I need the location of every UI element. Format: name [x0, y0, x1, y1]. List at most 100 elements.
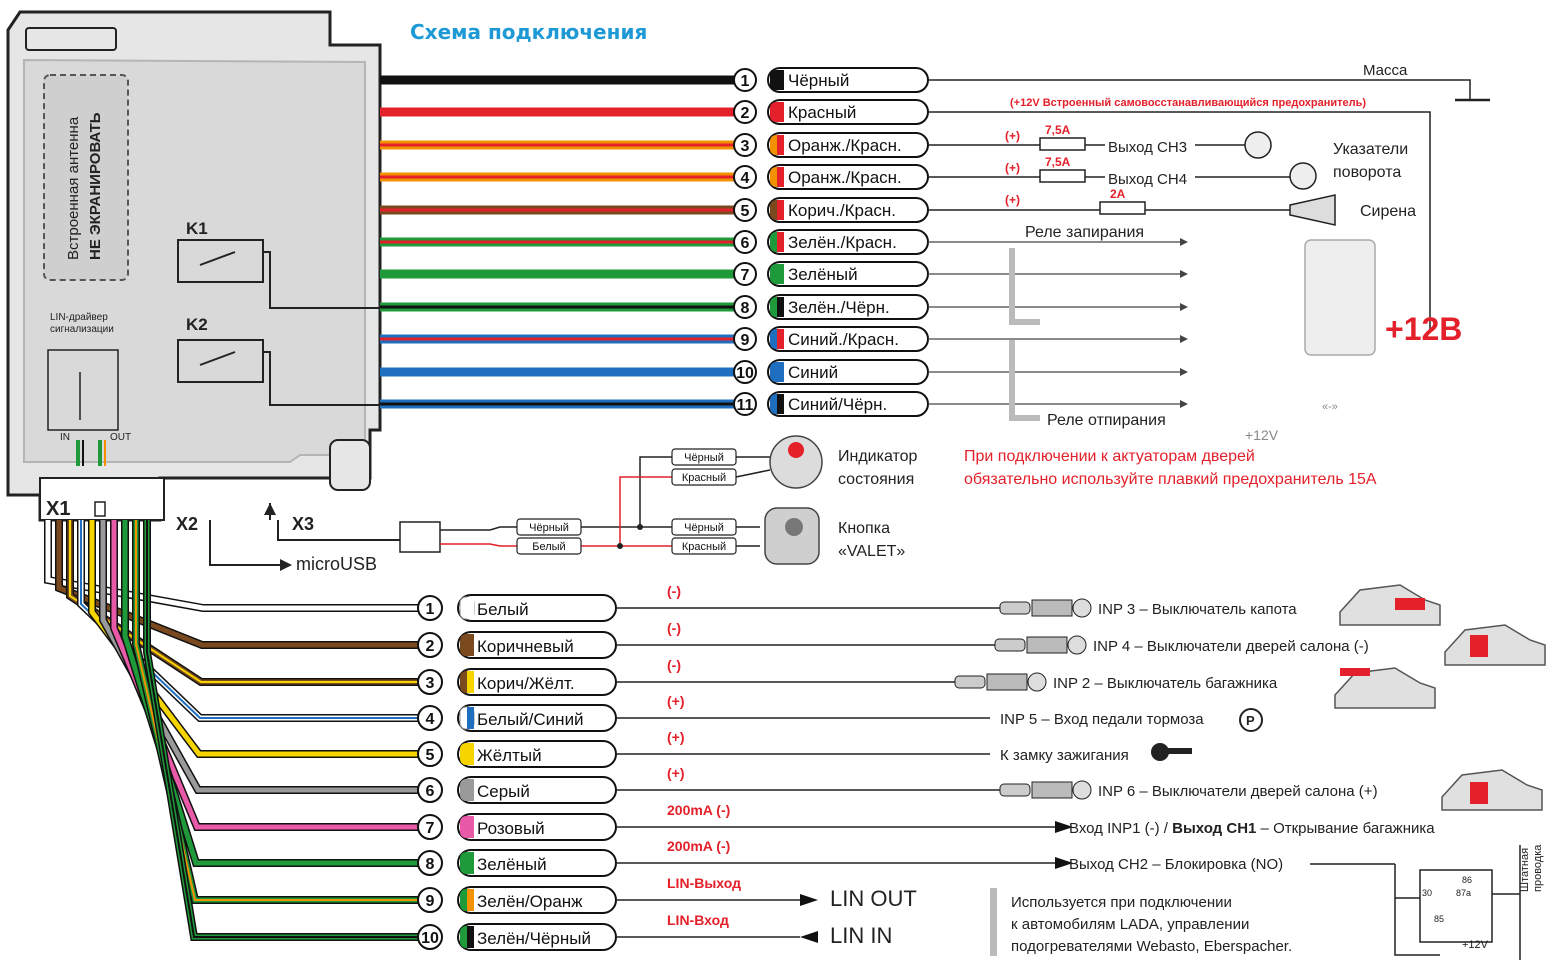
connector-wire-label: Белый [532, 541, 565, 553]
lower-wire-label: Зелён/Оранж [477, 892, 583, 911]
lower-wire-polarity: (-) [667, 657, 681, 673]
lower-wire-destination: Вход INP1 (-) / Выход CH1 – Открывание б… [1069, 820, 1435, 837]
lower-wire-polarity: (-) [667, 620, 681, 636]
lower-wire-label: Зелён/Чёрный [477, 929, 591, 948]
lower-wire-destination: INP 6 – Выключатели дверей салона (+) [1098, 783, 1378, 800]
upper-wire-label: Чёрный [788, 71, 849, 90]
siren-icon [1289, 194, 1336, 226]
std-wiring-2: проводка [1532, 844, 1544, 892]
upper-wire-4: 4 Оранж./Красн. [380, 164, 1290, 190]
connector-x2-label: X2 [176, 514, 198, 534]
turn-label-1: Указатели [1333, 141, 1408, 158]
door-switch-icon [999, 783, 1031, 797]
svg-text:+12V: +12V [1462, 939, 1489, 951]
upper-wire-3: 3 Оранж./Красн. [380, 132, 1245, 158]
actuator-icon [1304, 239, 1376, 356]
lower-wire-number: 2 [426, 638, 435, 655]
fuse-ch4-rating: 7,5А [1045, 155, 1071, 169]
fuse-ch4-icon [1039, 169, 1086, 183]
svg-text:P: P [1246, 713, 1255, 728]
turn-label-2: поворота [1333, 164, 1401, 181]
svg-text:85: 85 [1434, 914, 1444, 924]
lower-wire-polarity: LIN-Выход [667, 875, 741, 891]
lower-wire-destination: LIN IN [830, 923, 892, 948]
plus12v-actuator: +12V [1245, 427, 1279, 443]
lock-relay-label: Реле запирания [1025, 224, 1144, 241]
lower-wire-polarity: (+) [667, 729, 685, 745]
lower-wire-number: 10 [421, 930, 439, 947]
connector-wire-label: Красный [682, 472, 726, 484]
upper-wire-label: Корич./Красн. [788, 201, 896, 220]
upper-wire-number: 10 [736, 365, 754, 382]
lower-wire-number: 9 [426, 893, 435, 910]
lin-out-label: OUT [110, 432, 131, 443]
connector-wire-label: Чёрный [684, 452, 724, 464]
lower-wire-number: 8 [426, 856, 435, 873]
valet-label-1: Кнопка [838, 520, 890, 537]
connector-wire-label: Чёрный [529, 522, 569, 534]
lada-note-1: Используется при подключении [1011, 894, 1232, 911]
lower-wire-number: 7 [426, 820, 435, 837]
svg-text:87a: 87a [1456, 888, 1471, 898]
relay-k1-label: K1 [186, 219, 208, 238]
lower-wire-label: Коричневый [477, 637, 574, 656]
indicator-label-2: состояния [838, 471, 914, 488]
brake-pedal-icon: P [1239, 708, 1263, 732]
plus12-label: +12В [1385, 311, 1462, 347]
upper-wire-label: Зелён./Чёрн. [788, 298, 890, 317]
microusb-label: microUSB [296, 554, 377, 574]
ground-label: Масса [1363, 62, 1408, 79]
lower-wire-polarity: (+) [667, 765, 685, 781]
lower-wire-destination: INP 4 – Выключатели дверей салона (-) [1093, 638, 1369, 655]
door-switch-icon [954, 675, 986, 689]
lower-wire-label: Корич/Жёлт. [477, 674, 575, 693]
fuse-ch3-icon [1039, 137, 1086, 151]
upper-wire-number: 3 [741, 138, 750, 155]
lower-wire-polarity: 200mA (-) [667, 802, 730, 818]
car-icon [1334, 584, 1546, 811]
lada-note-3: подогревателями Webasto, Eberspacher. [1011, 938, 1292, 955]
diagram-title: Схема подключения [410, 20, 648, 44]
lower-wire-label: Жёлтый [477, 746, 542, 765]
upper-wire-number: 4 [741, 170, 750, 187]
lower-wire-destination: Выход CH2 – Блокировка (NO) [1069, 856, 1283, 873]
unlock-relay-label: Реле отпирания [1047, 412, 1166, 429]
lower-wire-number: 1 [426, 601, 435, 618]
lower-wire-polarity: (+) [667, 693, 685, 709]
lower-wire-label: Белый [477, 600, 529, 619]
lower-wire-destination: INP 2 – Выключатель багажника [1053, 675, 1278, 692]
lower-wire-number: 6 [426, 783, 435, 800]
siren-label: Сирена [1360, 203, 1416, 220]
lower-wire-destination: INP 3 – Выключатель капота [1098, 601, 1297, 618]
relay-icon: 86 87a 30 85 +12V [1310, 845, 1521, 960]
warning-line-2: обязательно используйте плавкий предохра… [964, 471, 1377, 488]
upper-wire-label: Оранж./Красн. [788, 168, 902, 187]
polarity-ch3: (+) [1005, 129, 1020, 143]
minus-arrow-note: «-» [1322, 401, 1338, 413]
lower-wire-polarity: (-) [667, 583, 681, 599]
status-indicator-icon [769, 435, 823, 489]
upper-wire-label: Оранж./Красн. [788, 136, 902, 155]
ch4-label: Выход CH4 [1108, 171, 1187, 188]
turn-lamp-icon [1244, 131, 1272, 159]
alarm-module [6, 10, 382, 522]
fuse-siren-icon [1099, 201, 1146, 215]
antenna-text-2: НЕ ЭКРАНИРОВАТЬ [87, 112, 104, 260]
connector-x1-label: X1 [46, 498, 70, 520]
upper-wire-label: Зелён./Красн. [788, 233, 897, 252]
lower-wire-6: 6 Серый (+) INP 6 – Выключатели дверей сало… [99, 520, 1378, 804]
upper-wire-number: 6 [741, 235, 750, 252]
upper-wire-number: 11 [737, 397, 754, 414]
lower-wire-label: Серый [477, 782, 530, 801]
relay-k2-label: K2 [186, 315, 208, 334]
